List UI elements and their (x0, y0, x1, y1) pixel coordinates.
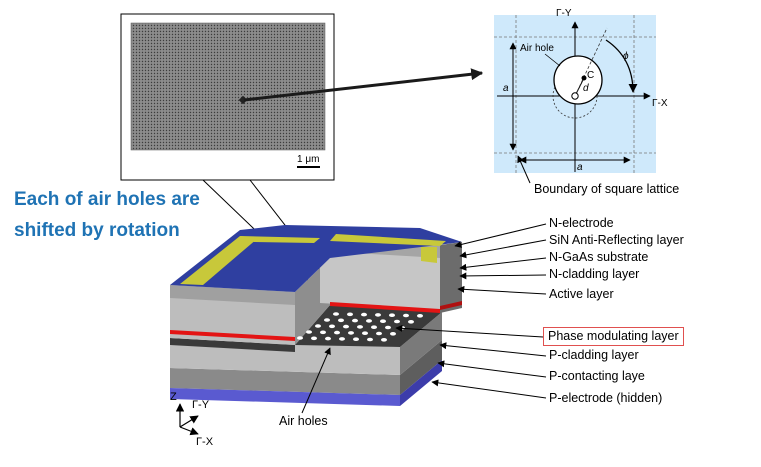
boundary-label: Boundary of square lattice (534, 182, 680, 196)
sem-center-marker (238, 95, 248, 105)
active-layer-right (330, 302, 440, 313)
layer-label-active: Active layer (549, 287, 614, 301)
air-hole-circle (553, 55, 603, 105)
air-hole (380, 319, 386, 324)
air-hole (338, 318, 344, 323)
center-label: C (587, 70, 595, 81)
layer-leader-lines (301, 223, 547, 414)
air-hole (371, 325, 377, 330)
dashed-circle (552, 73, 598, 119)
n-electrode-right-down (421, 247, 437, 263)
air-hole (381, 338, 387, 342)
air-hole (357, 325, 363, 329)
p-electrode-layer (170, 388, 400, 406)
air-hole (352, 318, 358, 323)
layer-label-p-electrode: P-electrode (hidden) (549, 391, 663, 405)
headline-line-2: shifted by rotation (14, 220, 180, 241)
air-hole (348, 331, 354, 335)
n-electrode-right (330, 234, 446, 246)
air-hole (361, 312, 367, 317)
air-hole (315, 324, 321, 328)
boundary-pointer (517, 155, 531, 184)
air-hole (417, 314, 423, 318)
device-3d (170, 225, 462, 406)
sem-image (130, 22, 326, 151)
active-layer-left (170, 330, 295, 341)
scalebar-label: 1 μm (297, 154, 320, 165)
axis-z-label: Z (170, 391, 177, 403)
air-hole (394, 319, 400, 324)
air-hole (325, 336, 331, 341)
air-hole (366, 319, 372, 323)
axis-x-label: Γ-X (196, 436, 214, 448)
air-hole (343, 324, 349, 329)
air-hole (324, 318, 330, 322)
layer-label-p-cladding: P-cladding layer (549, 348, 639, 362)
angle-arc (605, 39, 638, 93)
layer-label-n-electrode: N-electrode (549, 216, 614, 230)
air-hole-array (297, 312, 423, 342)
air-hole-label: Air hole (520, 43, 554, 54)
displacement-label: d (583, 83, 589, 94)
n-electrode-left (180, 236, 258, 285)
air-hole (376, 331, 382, 336)
air-hole (353, 337, 359, 342)
air-hole (362, 331, 368, 336)
air-hole (297, 336, 303, 340)
angle-label: ϕ (623, 51, 629, 62)
air-hole (403, 313, 409, 318)
air-hole (329, 324, 335, 329)
air-hole (306, 330, 312, 334)
air-hole (385, 325, 391, 330)
air-hole (375, 313, 381, 317)
lattice-a-vertical-label: a (503, 83, 509, 94)
air-hole (367, 337, 373, 342)
lattice-a-horizontal-label: a (577, 162, 583, 173)
unit-cell-panel (494, 15, 656, 173)
air-holes-label: Air holes (279, 414, 328, 428)
layer-label-n-gaas: N-GaAs substrate (549, 250, 649, 264)
rotation-line (574, 27, 608, 97)
headline-line-1: Each of air holes are (14, 189, 200, 210)
air-hole (347, 312, 353, 317)
air-hole (408, 320, 414, 324)
layer-label-n-cladding: N-cladding layer (549, 267, 640, 281)
layer-label-p-contacting: P-contacting laye (549, 369, 645, 383)
gamma-y-label: Γ-Y (556, 8, 572, 19)
air-hole (334, 330, 340, 335)
air-hole (339, 337, 345, 341)
layer-label-phase-modulating: Phase modulating layer (543, 327, 684, 346)
axes-3d (175, 403, 199, 436)
air-hole (389, 313, 395, 318)
air-hole (333, 312, 339, 316)
air-hole-pointer (544, 53, 561, 67)
air-hole (320, 330, 326, 335)
zoom-arrow (243, 68, 484, 102)
air-hole (311, 336, 317, 341)
n-electrode-left-top (240, 236, 320, 243)
sem-panel (120, 13, 335, 181)
gamma-x-label: Γ-X (652, 98, 668, 109)
axis-y-label: Γ-Y (192, 399, 210, 411)
air-hole (390, 332, 396, 336)
layer-label-sin: SiN Anti-Reflecting layer (549, 233, 684, 247)
